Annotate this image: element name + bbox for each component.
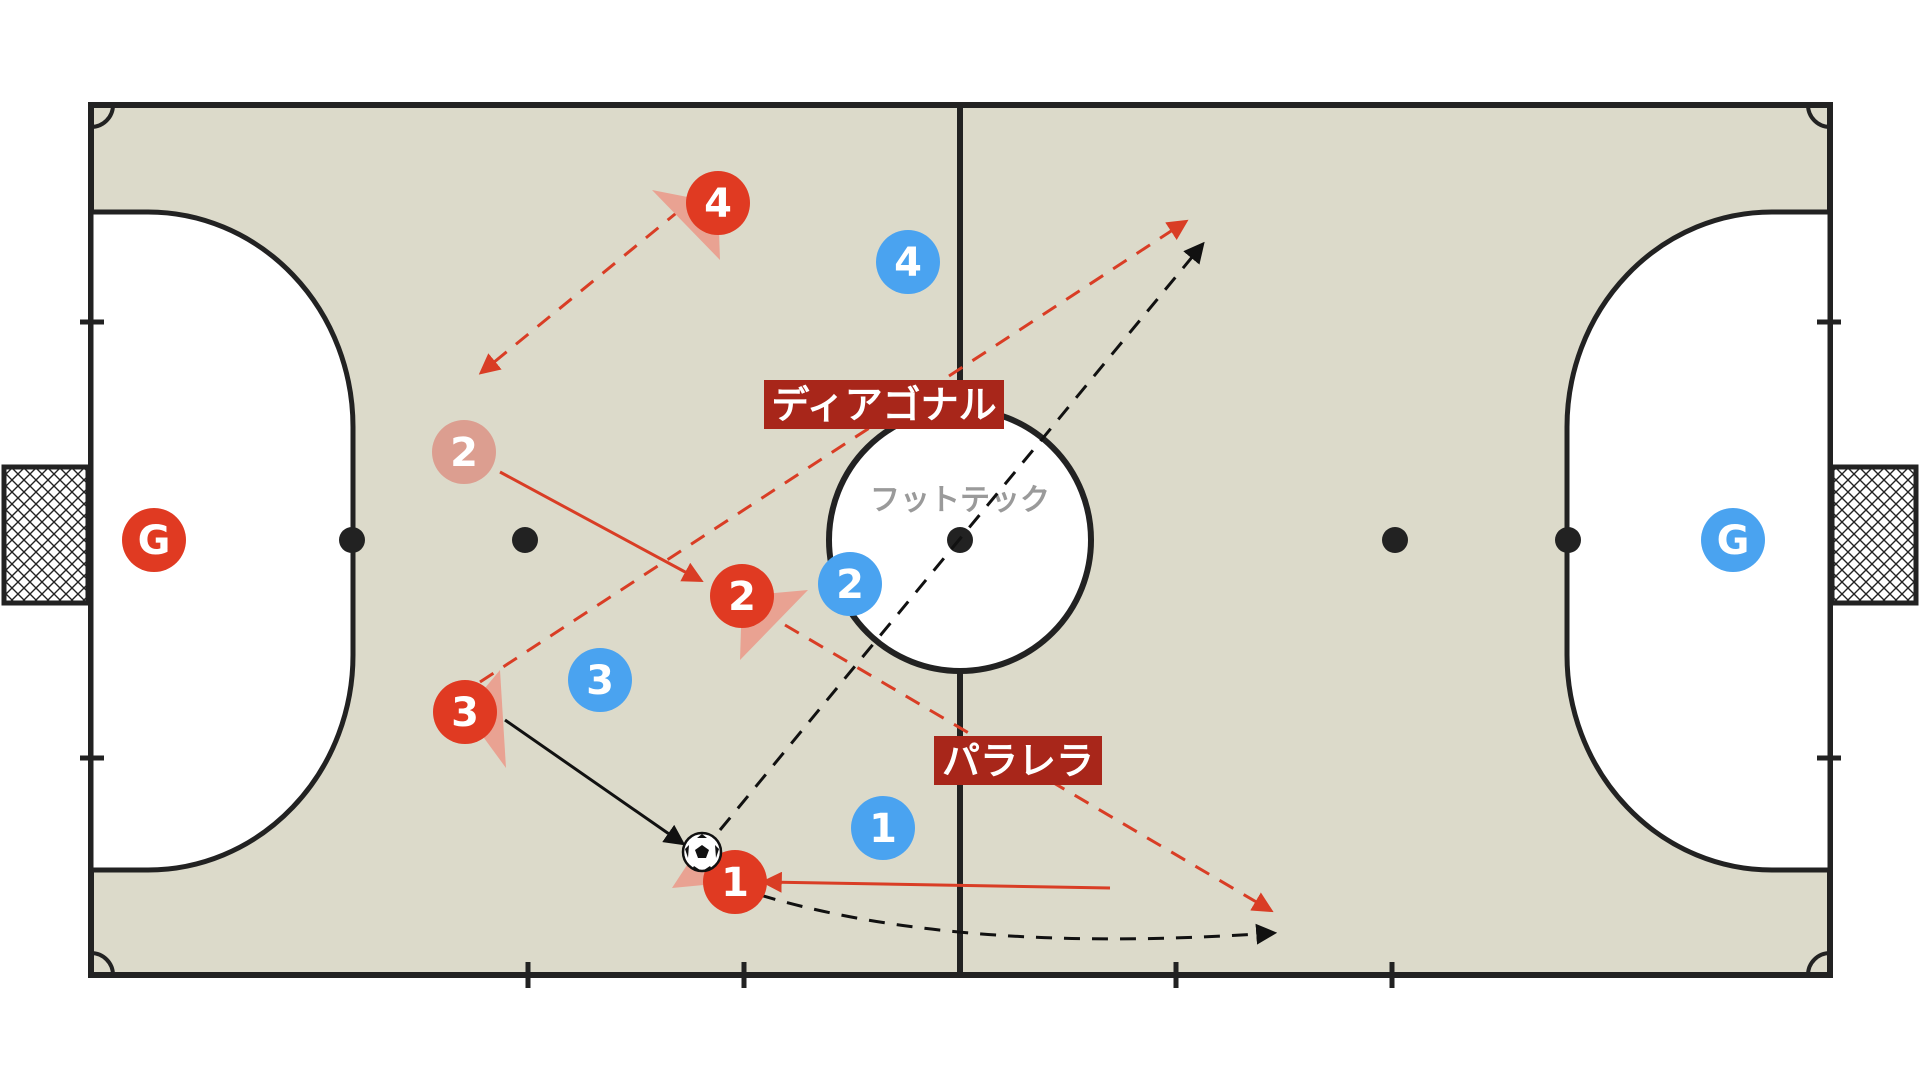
svg-text:3: 3 xyxy=(586,658,614,704)
blue-player-2: 2 xyxy=(818,552,882,616)
move-arrow-red-1 xyxy=(760,871,1111,893)
svg-text:2: 2 xyxy=(728,574,756,620)
svg-text:ディアゴナル: ディアゴナル xyxy=(771,383,996,427)
red-player-2: 2 xyxy=(710,564,808,660)
parallel-label: パラレラ xyxy=(934,736,1102,785)
blue-goalkeeper: G xyxy=(1701,508,1765,572)
red-player-3: 3 xyxy=(433,670,506,768)
red-goalkeeper: G xyxy=(122,508,186,572)
diagonal-label: ディアゴナル xyxy=(764,380,1004,429)
right-goal-icon xyxy=(1829,464,1919,606)
svg-text:4: 4 xyxy=(894,240,922,286)
run-arrow-red-4 xyxy=(478,208,681,375)
svg-text:パラレラ: パラレラ xyxy=(942,739,1094,783)
soccer-ball-icon xyxy=(681,831,723,873)
right-penalty-area xyxy=(1564,209,1833,873)
red-player-4: 4 xyxy=(652,171,750,260)
svg-text:2: 2 xyxy=(450,430,478,476)
blue-player-3: 3 xyxy=(568,648,632,712)
svg-text:2: 2 xyxy=(836,562,864,608)
pass-arrows xyxy=(504,241,1278,945)
corner-arcs xyxy=(90,104,1831,976)
center-circle-label: フットテック xyxy=(870,483,1050,518)
blue-player-1: 1 xyxy=(851,796,915,860)
boundary-tick-marks xyxy=(80,319,1841,988)
blue-player-4: 4 xyxy=(876,230,940,294)
move-arrow-red-2 xyxy=(499,470,704,582)
red-player-2-ghost: 2 xyxy=(432,420,496,484)
left-penalty-area xyxy=(88,209,356,873)
pass-arrow-3-to-ball xyxy=(504,718,686,846)
svg-text:G: G xyxy=(138,518,171,564)
svg-text:4: 4 xyxy=(704,181,732,227)
move-arrows xyxy=(499,470,1111,893)
svg-text:G: G xyxy=(1717,518,1750,564)
svg-text:1: 1 xyxy=(721,860,749,906)
pass-arrow-ball-deep xyxy=(718,241,1205,831)
run-arrow-diagonal xyxy=(479,219,1189,684)
dribble-arrow-red-1 xyxy=(759,893,1278,945)
svg-text:3: 3 xyxy=(451,690,479,736)
svg-text:1: 1 xyxy=(869,806,897,852)
left-goal-icon xyxy=(1,464,91,606)
